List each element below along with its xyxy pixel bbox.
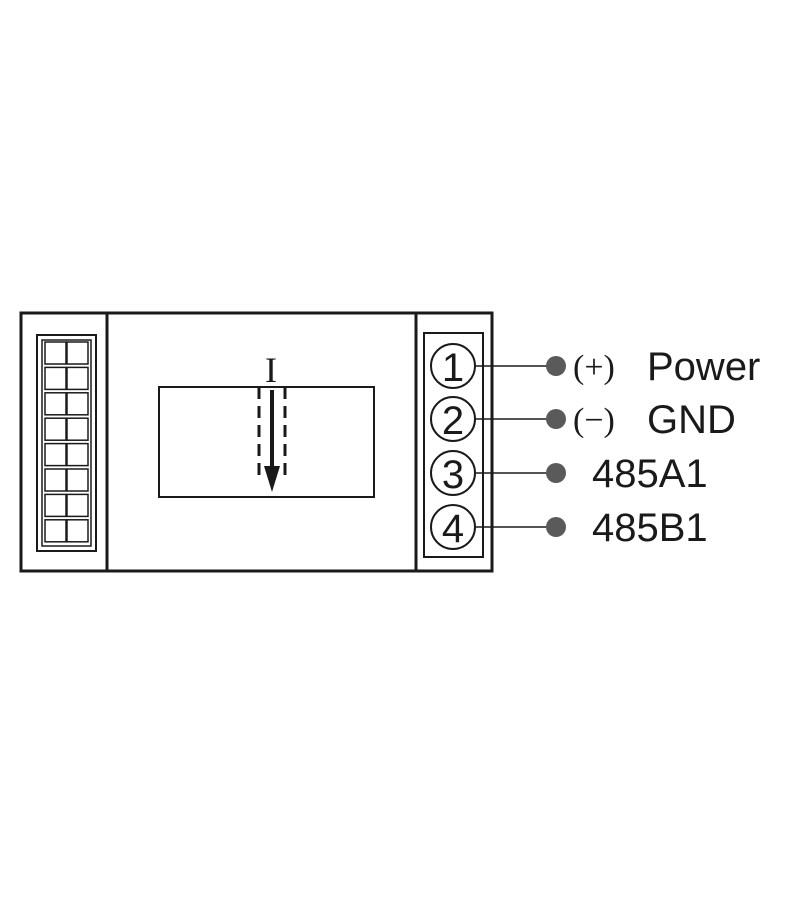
connector-pin xyxy=(44,366,67,391)
terminal-1: 1 (+) Power xyxy=(430,343,760,390)
terminal-number: 3 xyxy=(442,453,464,497)
current-flow-arrow xyxy=(257,387,287,492)
terminal-polarity: (+) xyxy=(573,349,615,386)
left-connector-pins xyxy=(44,341,89,543)
terminal-number: 2 xyxy=(442,399,464,443)
terminal-label: GND xyxy=(647,398,736,442)
device-housing xyxy=(19,311,494,573)
connector-pin xyxy=(66,493,89,518)
terminal-4: 4 485B1 xyxy=(430,504,708,551)
terminal-label: 485A1 xyxy=(592,452,708,496)
terminal-connection-dot xyxy=(546,409,566,429)
terminal-label: 485B1 xyxy=(592,506,708,550)
terminal-connection-dot xyxy=(546,356,566,376)
connector-pin xyxy=(66,442,89,467)
connector-pin xyxy=(44,493,67,518)
current-sensor-window xyxy=(158,386,375,498)
terminal-list: 1 (+) Power 2 (−) GND 3 485A1 4 485B1 xyxy=(430,343,760,551)
connector-pin xyxy=(66,519,89,543)
connector-pin xyxy=(44,519,67,543)
terminal-connection-dot xyxy=(546,517,566,537)
connector-pin xyxy=(44,442,67,467)
connector-pin xyxy=(66,366,89,391)
connector-pin xyxy=(44,392,67,416)
terminal-block xyxy=(423,332,484,558)
terminal-number: 1 xyxy=(442,346,464,390)
terminal-polarity: (−) xyxy=(573,402,615,439)
terminal-connection-dot xyxy=(546,463,566,483)
terminal-3: 3 485A1 xyxy=(430,450,708,497)
left-connector-block xyxy=(36,334,97,552)
connector-pin xyxy=(44,468,67,492)
connector-pin xyxy=(44,341,67,365)
connector-pin xyxy=(44,417,67,441)
terminal-2: 2 (−) GND xyxy=(430,396,736,443)
connector-pin xyxy=(66,468,89,492)
terminal-number: 4 xyxy=(442,507,464,551)
connector-pin xyxy=(66,417,89,441)
current-symbol: I xyxy=(265,350,277,390)
connector-pin xyxy=(66,341,89,365)
connector-pin xyxy=(66,392,89,416)
terminal-label: Power xyxy=(647,345,760,389)
